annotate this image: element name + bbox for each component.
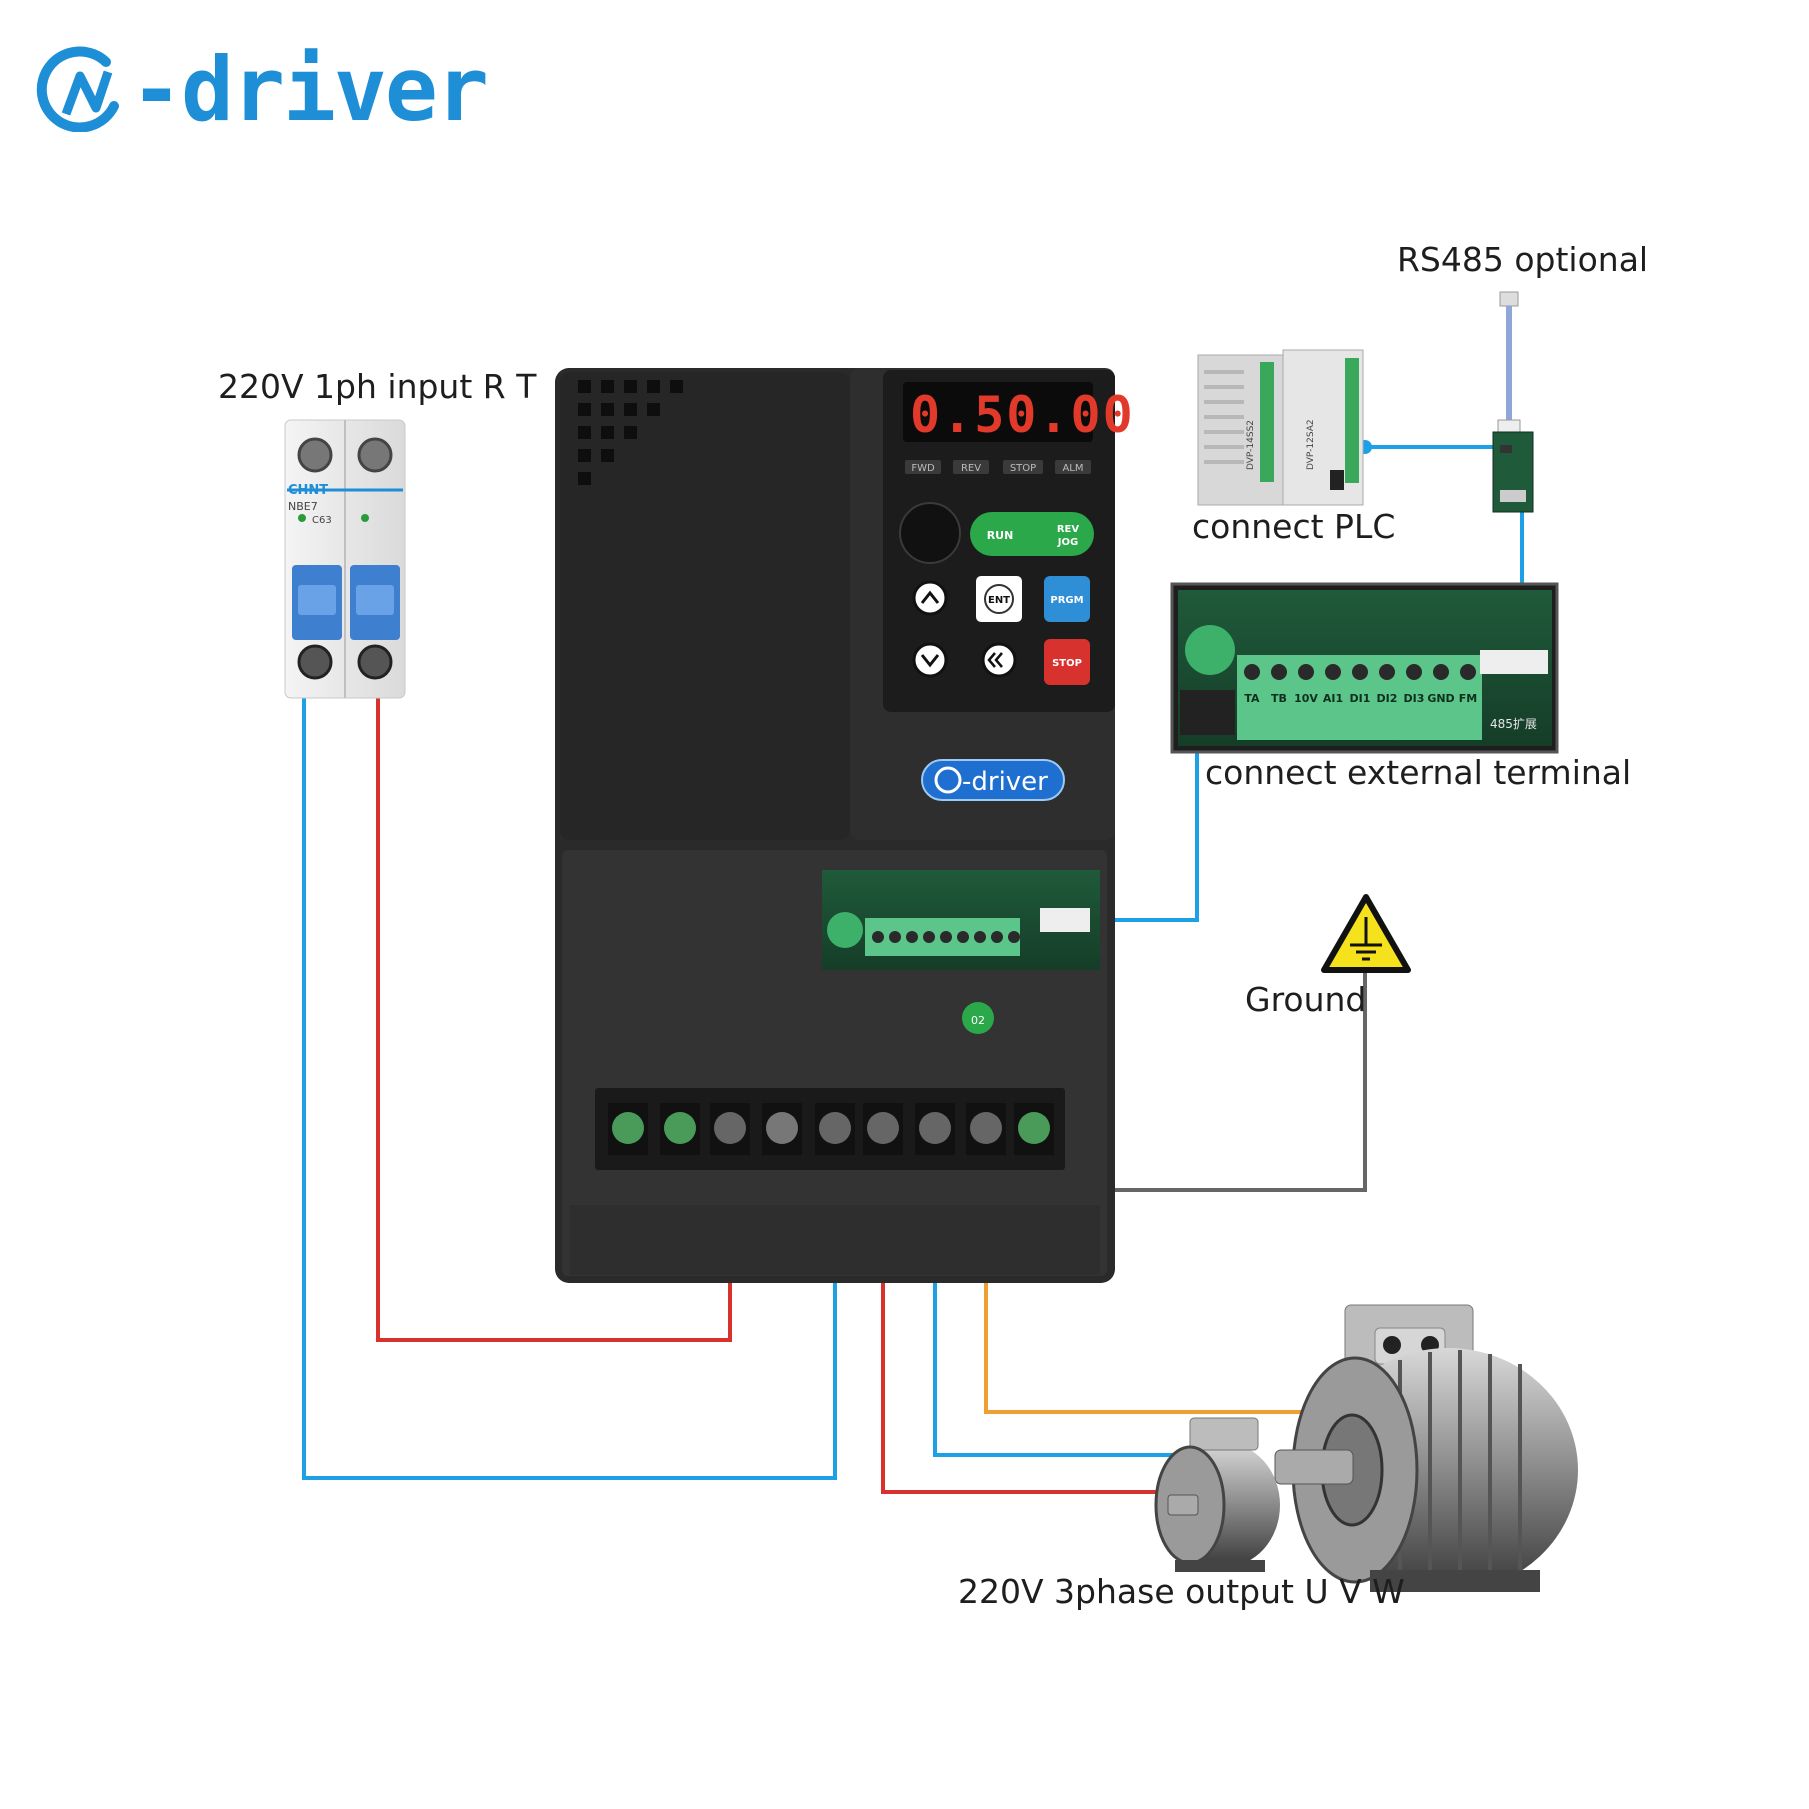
logo-mark-icon (36, 46, 119, 132)
terminal-ta: TA (1244, 692, 1260, 705)
shift-key[interactable] (981, 642, 1017, 678)
terminal-ai1: AI1 (1323, 692, 1343, 705)
rs485-label: RS485 optional (1397, 240, 1649, 279)
input-label: 220V 1ph input R T (218, 367, 537, 406)
wire-input-t (302, 690, 837, 1480)
terminal-fm: FM (1459, 692, 1477, 705)
indicator-fwd: FWD (911, 463, 935, 474)
down-key[interactable] (912, 642, 948, 678)
prgm-key[interactable] (1044, 576, 1090, 622)
terminal-port-label: 485扩展 (1490, 717, 1537, 731)
chevron-up-icon (920, 590, 940, 604)
indicator-alm: ALM (1062, 463, 1083, 474)
wire-terminal (1098, 742, 1199, 922)
breaker-model: NBE7 (288, 500, 318, 513)
indicator-stop: STOP (1010, 463, 1036, 474)
output-label: 220V 3phase output U V W (958, 1572, 1405, 1611)
external-terminal-board: TA TB 10V AI1 DI1 DI2 DI3 GND FM 485扩展 (1170, 582, 1559, 754)
circuit-breaker: CHNT NBE7 C63 (284, 419, 406, 699)
plc-module-1-label: DVP-14SS2 (1246, 420, 1256, 470)
vent-grille (578, 380, 683, 485)
vfd-drive: 0.50.00 FWD REV STOP ALM RUN REV JOG E (555, 368, 1135, 1283)
prgm-key-label: PRGM (1050, 595, 1083, 606)
breaker-brand: CHNT (288, 483, 328, 498)
terminal-di2: DI2 (1377, 692, 1398, 705)
terminal-label: connect external terminal (1205, 753, 1632, 792)
qc-sticker-text: 02 (971, 1014, 985, 1027)
ent-key-label: ENT (988, 595, 1010, 606)
plc-label: connect PLC (1192, 507, 1396, 546)
motor-large (1274, 1304, 1578, 1592)
plc-module-2-label: DVP-12SA2 (1306, 419, 1316, 470)
brand-badge (921, 759, 1065, 801)
display-readout: 0.50.00 (910, 386, 1135, 444)
terminal-10v: 10V (1294, 692, 1318, 705)
ground-warning-icon (1321, 894, 1411, 973)
brand-logo: -driver (130, 38, 489, 141)
terminal-di3: DI3 (1404, 692, 1425, 705)
run-key[interactable] (970, 512, 1094, 556)
terminal-tb: TB (1271, 692, 1287, 705)
jog-key-label: JOG (1057, 537, 1078, 548)
run-key-label: RUN (987, 529, 1014, 542)
chevron-down-icon (920, 654, 940, 668)
breaker-rating: C63 (312, 515, 332, 526)
rev-key-label: REV (1057, 524, 1080, 535)
rs485-module (1492, 291, 1534, 513)
up-key[interactable] (912, 580, 948, 616)
terminal-di1: DI1 (1350, 692, 1371, 705)
double-chevron-left-icon (987, 652, 1003, 668)
badge-logo-icon (934, 766, 962, 794)
terminal-gnd: GND (1427, 692, 1454, 705)
indicator-rev: REV (961, 463, 981, 474)
stop-key[interactable] (1044, 639, 1090, 685)
plc-modules: DVP-14SS2 DVP-12SA2 (1197, 349, 1364, 506)
qc-sticker (962, 1002, 994, 1034)
speed-knob[interactable] (899, 502, 961, 564)
power-terminals (608, 1103, 1054, 1155)
badge-text: -driver (962, 767, 1048, 797)
motor-small (1154, 1417, 1280, 1572)
ground-label: Ground (1245, 980, 1367, 1019)
stop-key-label: STOP (1052, 658, 1082, 669)
